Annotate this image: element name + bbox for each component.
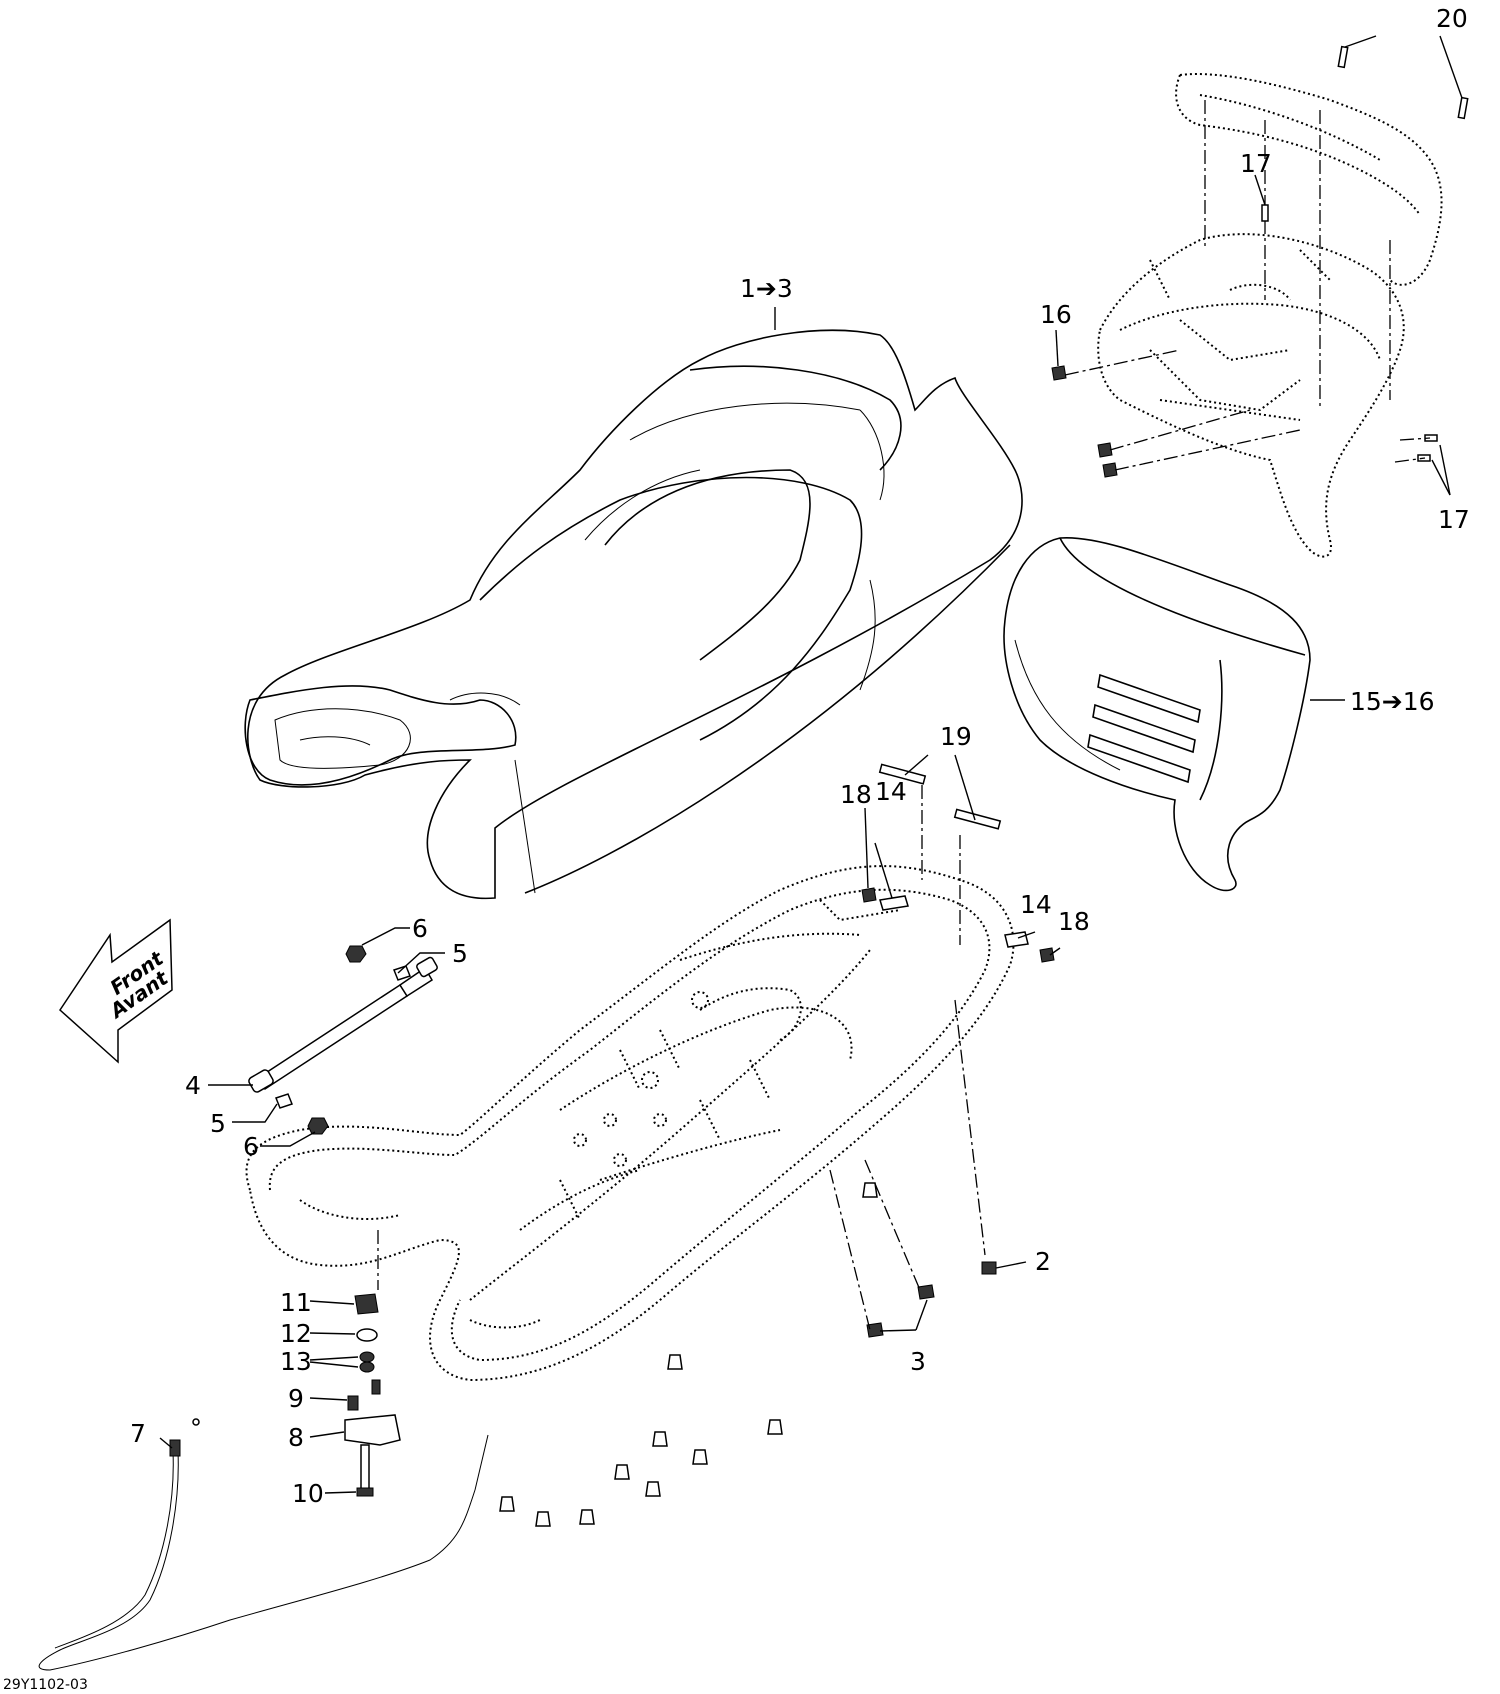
seat-base xyxy=(245,865,1015,1382)
latch-8 xyxy=(344,1414,401,1446)
nut-16c xyxy=(1102,462,1118,478)
callout-3: 3 xyxy=(910,1347,926,1376)
front-arrow: Front Avant xyxy=(59,918,174,1064)
foot-a xyxy=(862,1182,878,1198)
callout-7: 7 xyxy=(130,1419,146,1448)
bolt-10-head xyxy=(356,1487,374,1497)
clip-2 xyxy=(981,1261,997,1275)
leader-lines xyxy=(159,35,1463,1494)
callout-16: 16 xyxy=(1040,300,1072,329)
callout-6-upper: 6 xyxy=(412,914,428,943)
callout-4: 4 xyxy=(185,1071,201,1100)
callout-19: 19 xyxy=(940,722,972,751)
foot-g xyxy=(645,1481,661,1497)
backrest-cushion xyxy=(1003,536,1311,892)
alignment-lines xyxy=(377,349,1431,1331)
screw-20a xyxy=(1337,45,1349,69)
callout-5-lower: 5 xyxy=(210,1109,226,1138)
bolt-19b xyxy=(953,808,1002,830)
drawing-reference: 29Y1102-03 xyxy=(3,1677,88,1693)
callout-18-right: 18 xyxy=(1058,907,1090,936)
spacer-14a xyxy=(879,895,909,911)
washer-12 xyxy=(356,1328,378,1342)
foot-d xyxy=(652,1431,668,1447)
seat xyxy=(244,329,1023,900)
clip-3a xyxy=(917,1284,935,1300)
foot-j xyxy=(579,1509,595,1525)
clip-3b xyxy=(866,1322,884,1338)
callout-14-left: 14 xyxy=(875,777,907,806)
callout-8: 8 xyxy=(288,1423,304,1452)
callout-6-lower: 6 xyxy=(243,1132,259,1161)
nut-6-lower xyxy=(307,1117,329,1135)
washer-13a xyxy=(359,1351,375,1363)
callout-5-upper: 5 xyxy=(452,939,468,968)
nut-18a xyxy=(861,887,877,903)
backrest-frame xyxy=(1097,73,1443,558)
callout-9: 9 xyxy=(288,1384,304,1413)
callouts: 1➔3 2 3 4 5 5 6 6 7 8 9 10 11 12 13 14 1… xyxy=(130,4,1470,1508)
foot-e xyxy=(692,1449,708,1465)
screw-20b xyxy=(1457,96,1469,120)
washer-13b xyxy=(359,1361,375,1373)
nut-16 xyxy=(1051,365,1067,381)
bolt-19a xyxy=(878,763,927,785)
release-cable xyxy=(38,1418,489,1671)
bolt-10 xyxy=(360,1444,370,1491)
bolt-5-lower xyxy=(275,1093,293,1109)
foot-i xyxy=(535,1511,551,1527)
hardware xyxy=(275,45,1469,1527)
callout-11: 11 xyxy=(280,1288,312,1317)
spacer-14b xyxy=(1004,931,1029,948)
nut-16b xyxy=(1097,442,1113,458)
nut-11 xyxy=(354,1293,379,1315)
foot-f xyxy=(614,1464,630,1480)
callout-2: 2 xyxy=(1035,1247,1051,1276)
callout-1-3: 1➔3 xyxy=(740,274,793,303)
screw-17a xyxy=(1261,204,1269,222)
callout-15-16: 15➔16 xyxy=(1350,687,1435,716)
callout-18-left: 18 xyxy=(840,780,872,809)
foot-h xyxy=(499,1496,515,1512)
callout-17-upper: 17 xyxy=(1240,149,1272,178)
callout-10: 10 xyxy=(292,1479,324,1508)
nut-6-upper xyxy=(345,945,367,963)
foot-b xyxy=(667,1354,683,1370)
callout-13: 13 xyxy=(280,1347,312,1376)
bolt-5-upper xyxy=(393,965,411,981)
gas-strut xyxy=(248,956,438,1093)
bolt-9 xyxy=(347,1395,359,1411)
nut-18b xyxy=(1039,947,1055,963)
callout-14-right: 14 xyxy=(1020,890,1052,919)
callout-20: 20 xyxy=(1436,4,1468,33)
bolt-small-top xyxy=(371,1379,381,1395)
callout-12: 12 xyxy=(280,1319,312,1348)
foot-c xyxy=(767,1419,783,1435)
callout-17-lower: 17 xyxy=(1438,505,1470,534)
